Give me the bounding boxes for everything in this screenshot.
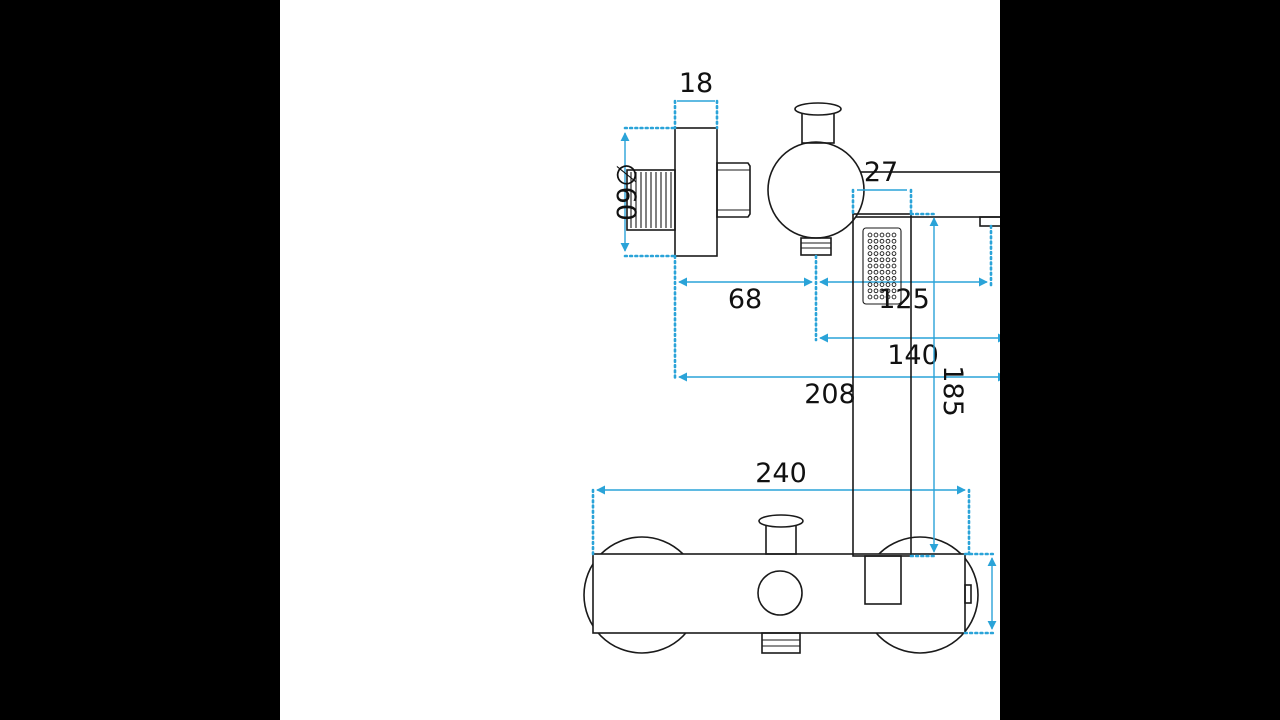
dim-diameter: 60 [610,187,641,221]
spray-nozzle [885,263,891,269]
diverter-stem [801,112,835,144]
spray-nozzle [867,294,873,300]
spray-nozzle [885,269,891,275]
spray-nozzle [879,257,885,263]
spray-nozzle [867,263,873,269]
spray-nozzle [867,257,873,263]
dim-overall-width: 240 [755,458,807,489]
spray-nozzle [891,232,897,238]
connector-thread [630,172,672,228]
spray-nozzle [873,251,879,256]
spray-nozzle [879,263,885,269]
dim-outlet-to-spout: 125 [878,284,930,315]
spray-nozzle [879,269,885,275]
spray-nozzle [879,288,885,294]
spray-nozzle [891,282,897,287]
spray-nozzle [867,282,873,287]
spray-nozzle [879,294,885,300]
drawing-sheet: 18 ∅60 145 68 125 140 208 [280,0,1000,720]
front-centre-knob [757,570,803,616]
spray-nozzle [885,282,891,287]
spray-nozzle [867,269,873,275]
side-plug [964,584,972,604]
dim-wall-to-outlet: 68 [728,284,762,315]
spray-nozzle [873,232,879,238]
spray-nozzle [885,232,891,238]
spray-nozzle [885,257,891,263]
bottom-outlet [800,237,832,256]
side-view: 18 ∅60 145 68 125 140 208 [610,68,1000,410]
spray-nozzle [867,232,873,238]
spray-nozzle [891,263,897,269]
dim-handshower-width: 27 [864,157,898,188]
spray-nozzle [891,288,897,294]
spray-nozzle [879,276,885,281]
spray-nozzle [873,276,879,281]
spray-nozzle [867,245,873,250]
spray-nozzle [867,251,873,256]
mixer-bar [592,553,966,634]
hand-shower-view: 27 185 [851,157,968,605]
spray-nozzle [885,245,891,250]
spray-nozzle [885,288,891,294]
technical-drawing: 18 ∅60 145 68 125 140 208 [583,68,1000,654]
spray-nozzle [867,276,873,281]
spray-nozzle [873,269,879,275]
spray-nozzle [885,276,891,281]
diverter-cap [794,102,842,116]
spray-nozzle [873,288,879,294]
spray-nozzle [873,238,879,244]
spray-nozzle [891,238,897,244]
wall-flange [674,127,718,257]
dim-handshower-length: 185 [937,365,968,417]
spray-nozzle [879,251,885,256]
spout-outlet [979,216,1000,227]
spray-nozzle [891,276,897,281]
spray-nozzle [879,238,885,244]
spray-nozzle [873,263,879,269]
dim-outlet-to-end: 140 [887,340,939,371]
spray-nozzle [873,294,879,300]
spray-nozzle [873,282,879,287]
spray-nozzle [891,294,897,300]
spray-nozzle [891,251,897,256]
spray-nozzle [879,282,885,287]
dim-diameter-symbol: ∅ [610,163,641,187]
spray-nozzle [885,238,891,244]
spray-nozzle [879,232,885,238]
front-view: 240 40 [583,458,997,654]
svg-text:∅60: ∅60 [610,163,641,221]
spray-nozzle [867,288,873,294]
spray-nozzle [891,257,897,263]
front-bottom-outlet [761,632,801,654]
hand-shower-handle-end [864,555,902,605]
spray-nozzle [879,245,885,250]
spray-nozzle [891,269,897,275]
spray-nozzle [873,245,879,250]
hand-shower-body [852,213,912,557]
dim-connector-width: 18 [679,68,713,99]
spray-nozzles [867,232,897,300]
dim-overall-depth: 208 [804,379,856,410]
connection-nut [716,162,751,218]
spray-nozzle [885,251,891,256]
front-diverter-cap [758,514,804,528]
spray-nozzle [885,294,891,300]
spray-face [862,227,902,305]
mixer-body [767,141,865,239]
spray-nozzle [867,238,873,244]
spray-nozzle [891,245,897,250]
spray-nozzle [873,257,879,263]
front-diverter-stem [765,523,797,555]
